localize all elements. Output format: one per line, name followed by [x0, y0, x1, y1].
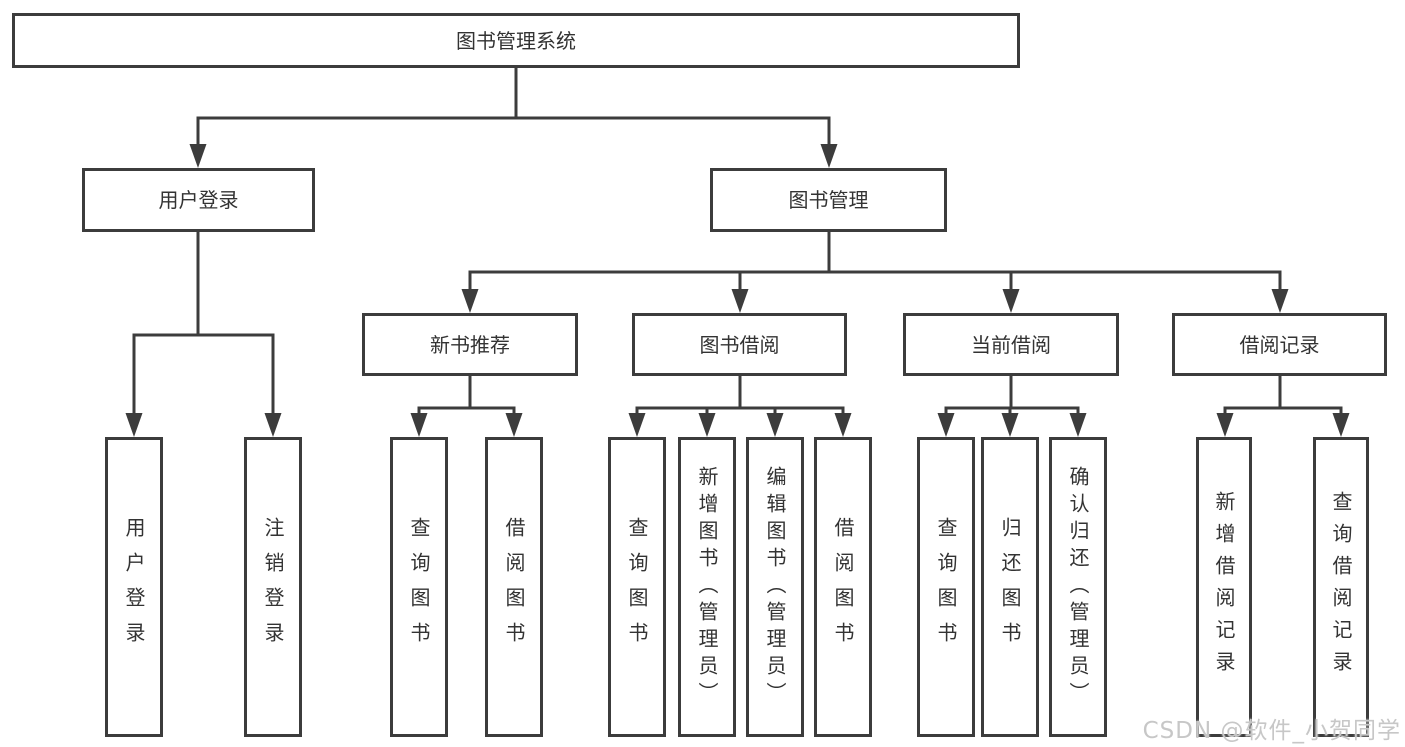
- node-current-borrowing: 当前借阅: [903, 313, 1119, 376]
- leaf-borrow-books-recommend: 借阅图书: [485, 437, 543, 737]
- node-library-system: 图书管理系统: [12, 13, 1020, 68]
- leaf-query-books-recommend: 查询图书: [390, 437, 448, 737]
- csdn-watermark: CSDN @软件_小贺同学: [1142, 718, 1401, 744]
- node-book-management: 图书管理: [710, 168, 947, 232]
- leaf-query-books-borrowing: 查询图书: [608, 437, 666, 737]
- leaf-query-borrow-record: 查询借阅记录: [1313, 437, 1369, 737]
- leaf-logout: 注销登录: [244, 437, 302, 737]
- leaf-borrow-books: 借阅图书: [814, 437, 872, 737]
- leaf-edit-books-admin: 编辑图书（管理员）: [746, 437, 804, 737]
- node-user-login: 用户登录: [82, 168, 315, 232]
- leaf-add-borrow-record: 新增借阅记录: [1196, 437, 1252, 737]
- node-book-borrowing: 图书借阅: [632, 313, 847, 376]
- node-new-book-recommend: 新书推荐: [362, 313, 578, 376]
- leaf-query-books-current: 查询图书: [917, 437, 975, 737]
- node-borrow-records: 借阅记录: [1172, 313, 1387, 376]
- leaf-add-books-admin: 新增图书（管理员）: [678, 437, 736, 737]
- leaf-user-login: 用户登录: [105, 437, 163, 737]
- leaf-confirm-return-admin: 确认归还（管理员）: [1049, 437, 1107, 737]
- leaf-return-books: 归还图书: [981, 437, 1039, 737]
